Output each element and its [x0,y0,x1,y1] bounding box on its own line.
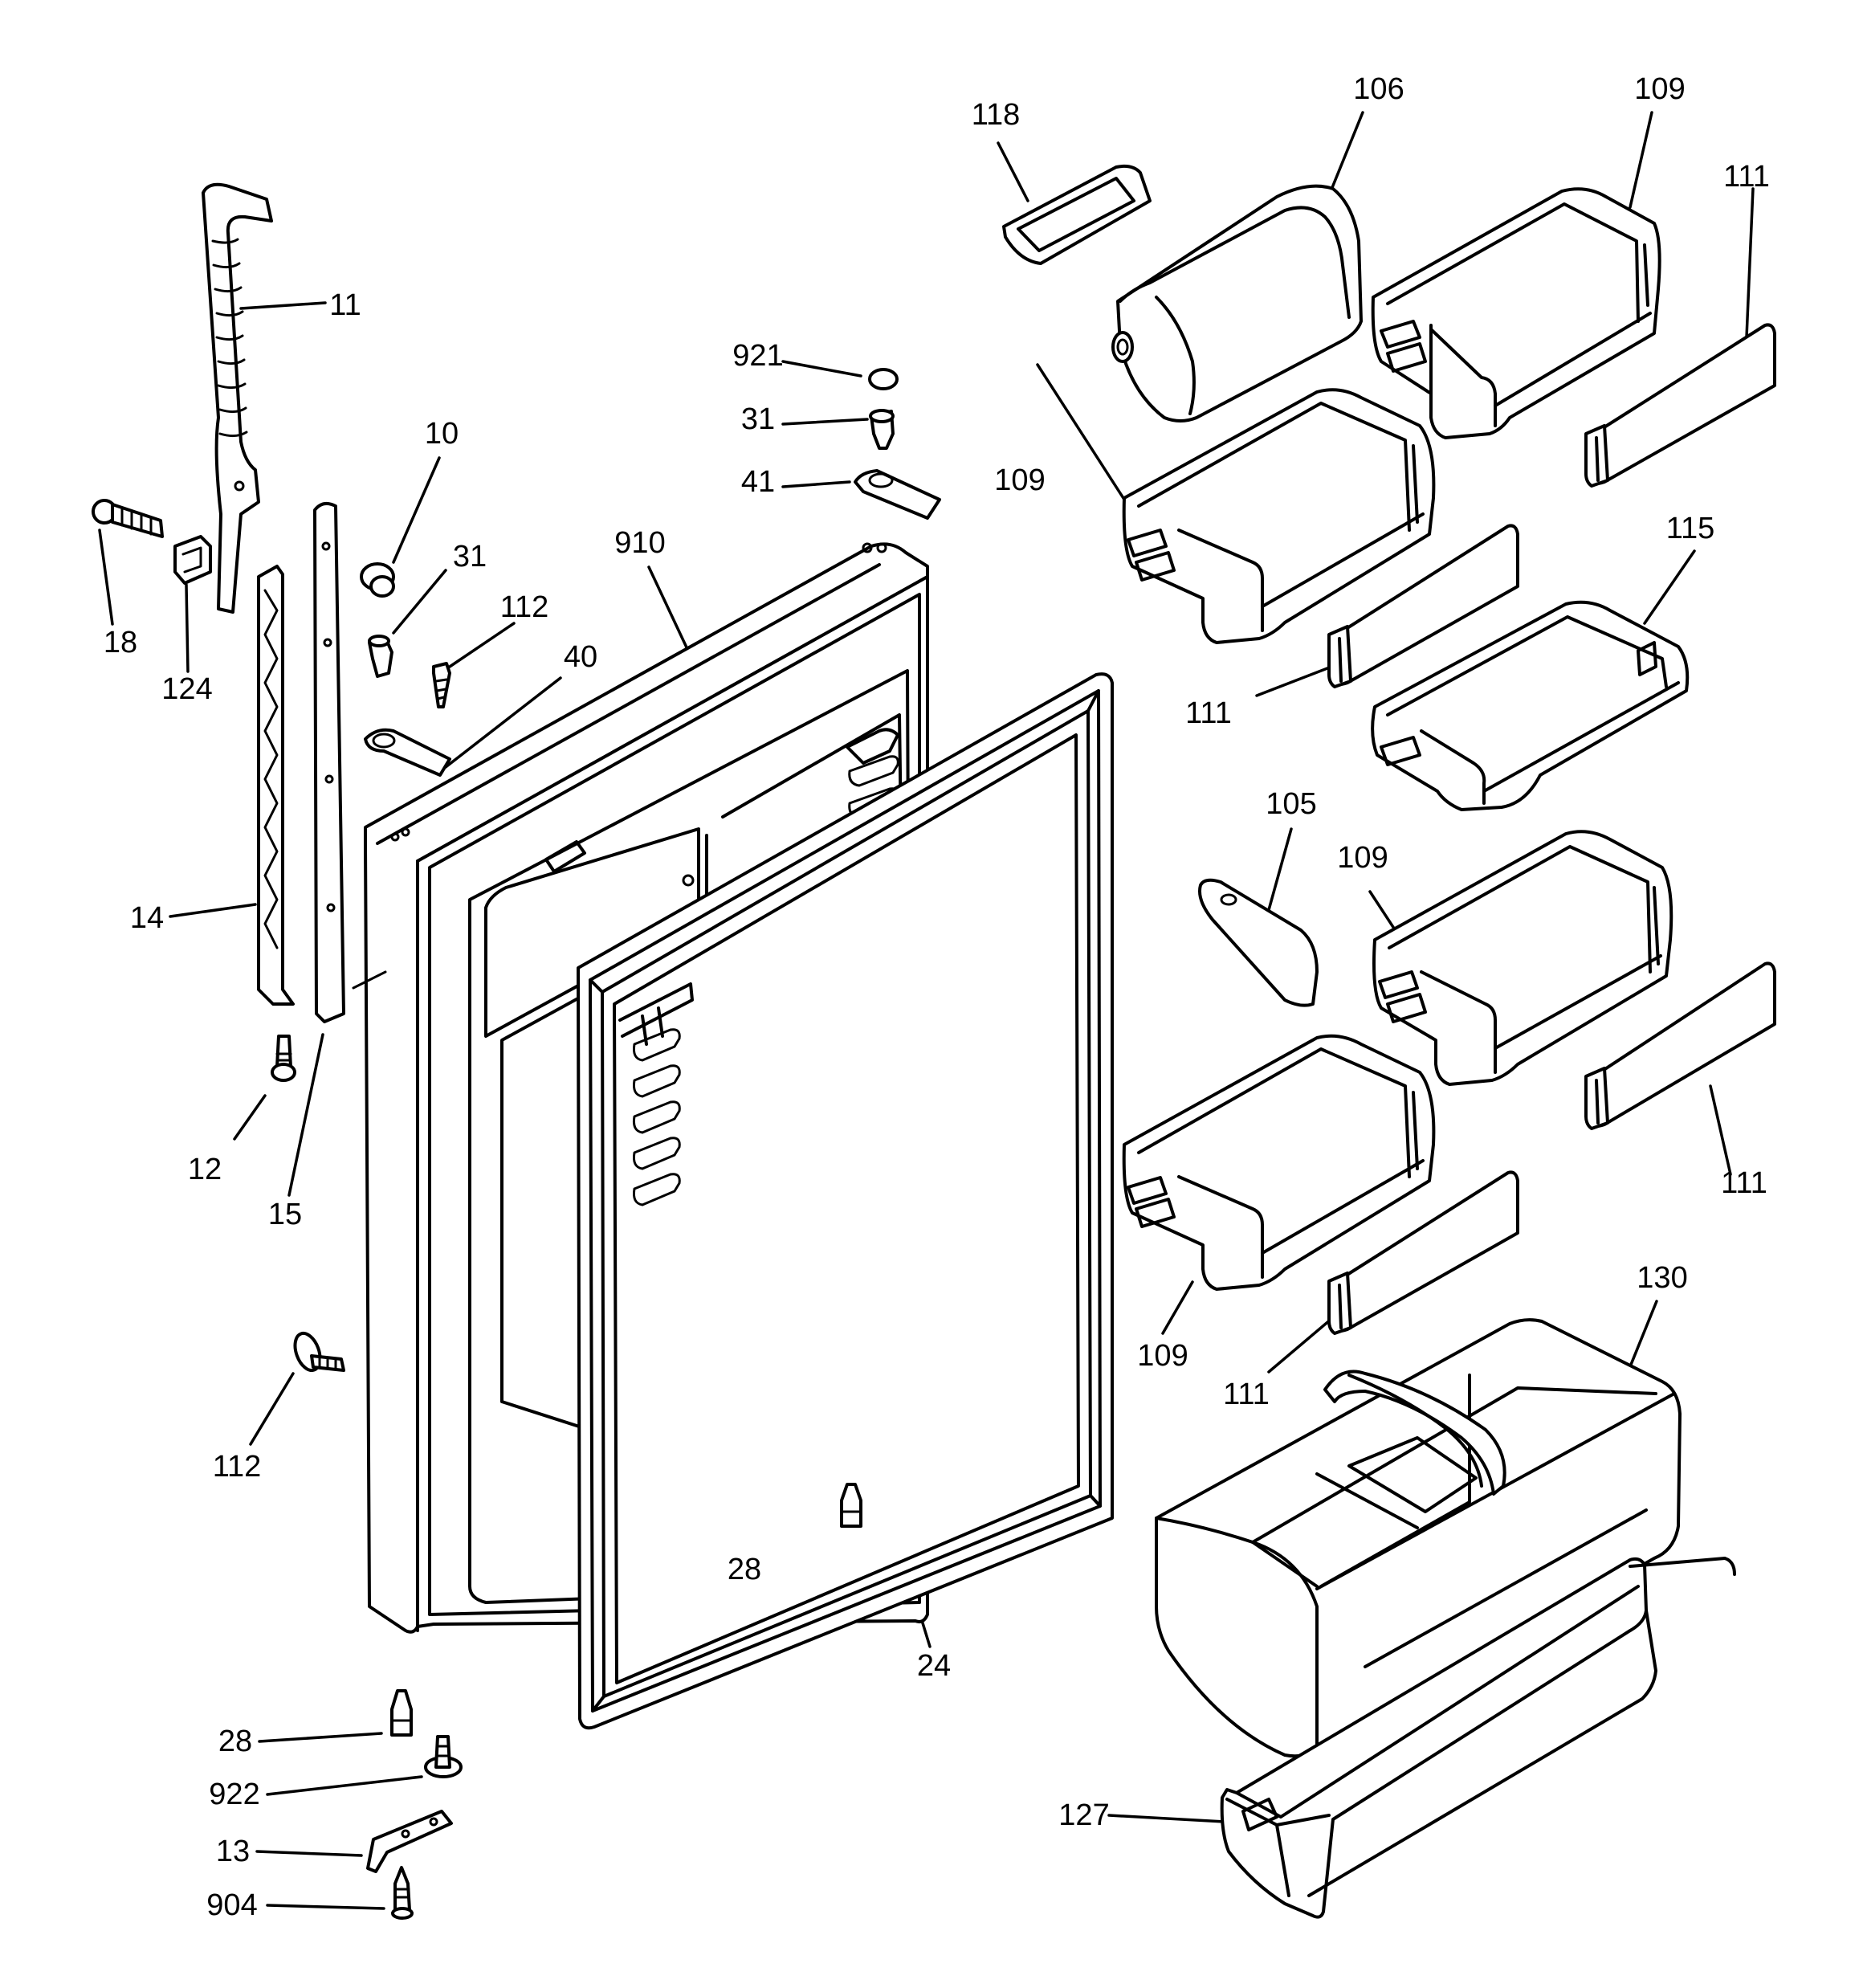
callout-115: 115 [1666,512,1715,545]
screw-922 [424,1735,463,1778]
callout-labels: 118 106 109 111 921 31 41 11 10 31 112 4… [104,72,1770,1922]
clip-124 [173,535,212,585]
callout-10: 10 [425,417,459,451]
callout-28-left: 28 [218,1725,252,1758]
callout-15: 15 [268,1198,302,1231]
callout-111-top: 111 [1723,160,1770,194]
callout-118: 118 [972,98,1021,132]
hinge-bracket-14 [257,565,295,1006]
callout-40: 40 [564,640,597,674]
stud-12 [271,1035,296,1082]
bin-109-top [1371,187,1661,439]
door-handle-11 [202,182,273,614]
callout-921: 921 [732,339,783,373]
callout-111-lower: 111 [1721,1166,1767,1200]
plug-28-center [840,1483,862,1528]
bushing-31-left [368,635,393,678]
callout-13: 13 [216,1835,250,1868]
bushing-31-right [869,409,895,450]
cover-111-lower [1584,961,1776,1130]
callout-910: 910 [614,526,665,560]
screw-904 [391,1866,414,1920]
screw-112-top [432,662,451,708]
plug-28-left [390,1689,413,1737]
hinge-plate-40 [364,728,451,777]
callout-11: 11 [329,288,361,322]
door-gasket-24 [577,672,1114,1730]
hinge-13 [366,1810,453,1873]
bin-115 [1371,600,1690,811]
screw-18 [92,499,164,538]
callout-109-lower: 109 [1337,841,1388,875]
screw-10 [360,562,395,598]
callout-922: 922 [209,1778,259,1811]
callout-109-middle: 109 [994,463,1045,497]
bin-109-lower [1372,830,1673,1086]
callout-12: 12 [188,1153,222,1186]
callout-105: 105 [1266,787,1316,821]
callout-127: 127 [1058,1798,1109,1832]
callout-14: 14 [130,901,164,935]
bin-109-middle [1122,388,1436,644]
hinge-plate-41 [854,469,941,520]
cover-111-middle [1327,524,1519,688]
trim-strip-15 [313,501,345,1023]
bin-127 [1220,1557,1736,1919]
callout-106: 106 [1353,72,1404,106]
callout-18: 18 [104,626,137,659]
tray-118 [1002,164,1152,265]
cap-921 [868,368,899,390]
callout-24: 24 [917,1649,951,1683]
callout-41: 41 [741,465,775,499]
callout-124: 124 [161,672,212,706]
callout-31-left: 31 [453,540,487,574]
callout-130: 130 [1637,1261,1687,1295]
callout-904: 904 [206,1888,257,1922]
cover-111-top [1584,323,1776,488]
callout-109-top: 109 [1634,72,1685,106]
leader-lines [98,111,1755,1910]
cover-111-bottom [1327,1170,1519,1335]
callout-31-right: 31 [741,402,775,436]
divider-105 [1198,878,1319,1007]
screw-112-bottom [293,1331,345,1373]
callout-111-bottom: 111 [1223,1378,1270,1411]
cover-106 [1111,184,1363,423]
callout-28-center: 28 [728,1553,761,1586]
callout-109-bottom: 109 [1137,1339,1188,1373]
bin-109-bottom [1122,1034,1436,1291]
callout-112-top: 112 [500,590,549,624]
callout-111-middle: 111 [1185,696,1232,730]
callout-112-bottom: 112 [213,1450,262,1484]
